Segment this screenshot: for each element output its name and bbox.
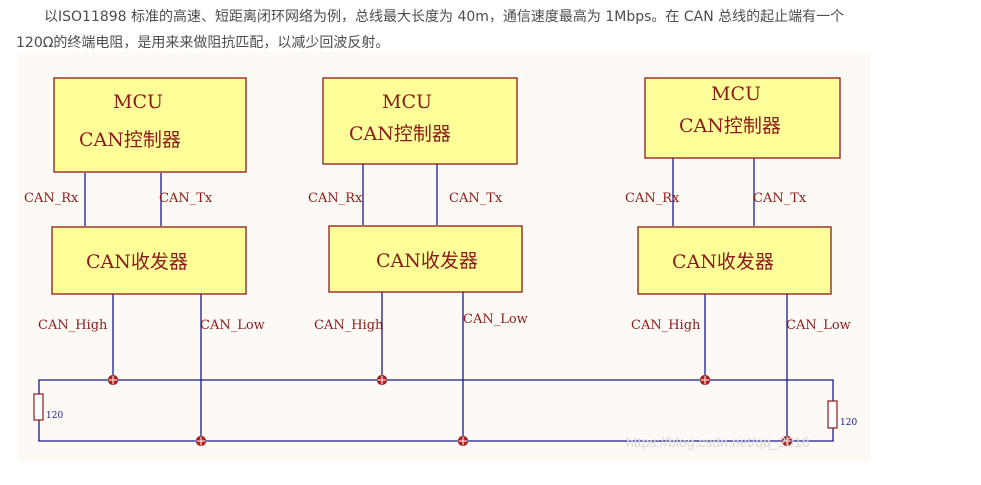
node3-high-label: CAN_High [631, 318, 701, 333]
junction-node3-low [781, 435, 793, 447]
can-low-bus [38, 420, 834, 442]
node2-mcu-title: MCU [382, 91, 432, 113]
node3-mcu-title: MCU [711, 83, 761, 105]
paragraph-line-2: 120Ω的终端电阻，是用来来做阻抗匹配，以减少回波反射。 [16, 35, 390, 51]
node1-rx-label: CAN_Rx [24, 191, 79, 206]
node2-mcu-box [322, 77, 518, 165]
node3-transceiver-label: CAN收发器 [672, 251, 774, 273]
node2-rx-label: CAN_Rx [308, 191, 363, 206]
signal-labels: CAN_Rx CAN_Tx CAN_High CAN_Low CAN_Rx CA… [24, 191, 851, 333]
node2-tx-label: CAN_Tx [449, 191, 503, 206]
left-termination-resistor [33, 393, 44, 421]
node1-transceiver-box [51, 226, 247, 295]
node1-mcu-title: MCU [113, 91, 163, 113]
node2-low-label: CAN_Low [463, 312, 528, 327]
node1-mcu-box [53, 77, 247, 173]
node2-high-label: CAN_High [314, 318, 384, 333]
junction-node3-high [699, 374, 711, 386]
junction-node2-low [457, 435, 469, 447]
right-resistor-label: 120 [840, 418, 857, 428]
node1-low-label: CAN_Low [200, 318, 265, 333]
node2-transceiver-label: CAN收发器 [376, 250, 478, 272]
node2-mcu-subtitle: CAN控制器 [349, 123, 451, 145]
left-resistor-label: 120 [46, 411, 63, 421]
node3-mcu-subtitle: CAN控制器 [679, 115, 781, 137]
node2-transceiver-box [328, 225, 523, 293]
wires [38, 158, 834, 442]
node3-low-label: CAN_Low [786, 318, 851, 333]
watermark: https://blog.csdn.net/qq_2018 [626, 434, 810, 450]
junction-node1-high [107, 374, 119, 386]
node3-transceiver-box [637, 226, 832, 295]
junction-node2-high [376, 374, 388, 386]
node1-mcu-subtitle: CAN控制器 [79, 129, 181, 151]
node1-high-label: CAN_High [38, 318, 108, 333]
junction-node1-low [195, 435, 207, 447]
can-high-bus [38, 379, 834, 401]
node3-mcu-box [644, 77, 841, 159]
article-paragraph: 以ISO11898 标准的高速、短距离闭环网络为例，总线最大长度为 40m，通信… [16, 4, 966, 56]
node3-rx-label: CAN_Rx [625, 191, 680, 206]
node1-transceiver-label: CAN收发器 [86, 251, 188, 273]
can-bus-svg: 120 120 MCU CAN控制器 CAN收发器 MCU CAN控制器 CAN… [24, 77, 857, 450]
paragraph-line-1: 以ISO11898 标准的高速、短距离闭环网络为例，总线最大长度为 40m，通信… [44, 9, 845, 25]
node3-tx-label: CAN_Tx [753, 191, 807, 206]
can-bus-diagram: 120 120 MCU CAN控制器 CAN收发器 MCU CAN控制器 CAN… [18, 52, 870, 462]
right-termination-resistor [827, 400, 838, 429]
box-texts: MCU CAN控制器 CAN收发器 MCU CAN控制器 CAN收发器 MCU … [79, 83, 781, 273]
junctions [107, 374, 793, 447]
node1-tx-label: CAN_Tx [159, 191, 213, 206]
